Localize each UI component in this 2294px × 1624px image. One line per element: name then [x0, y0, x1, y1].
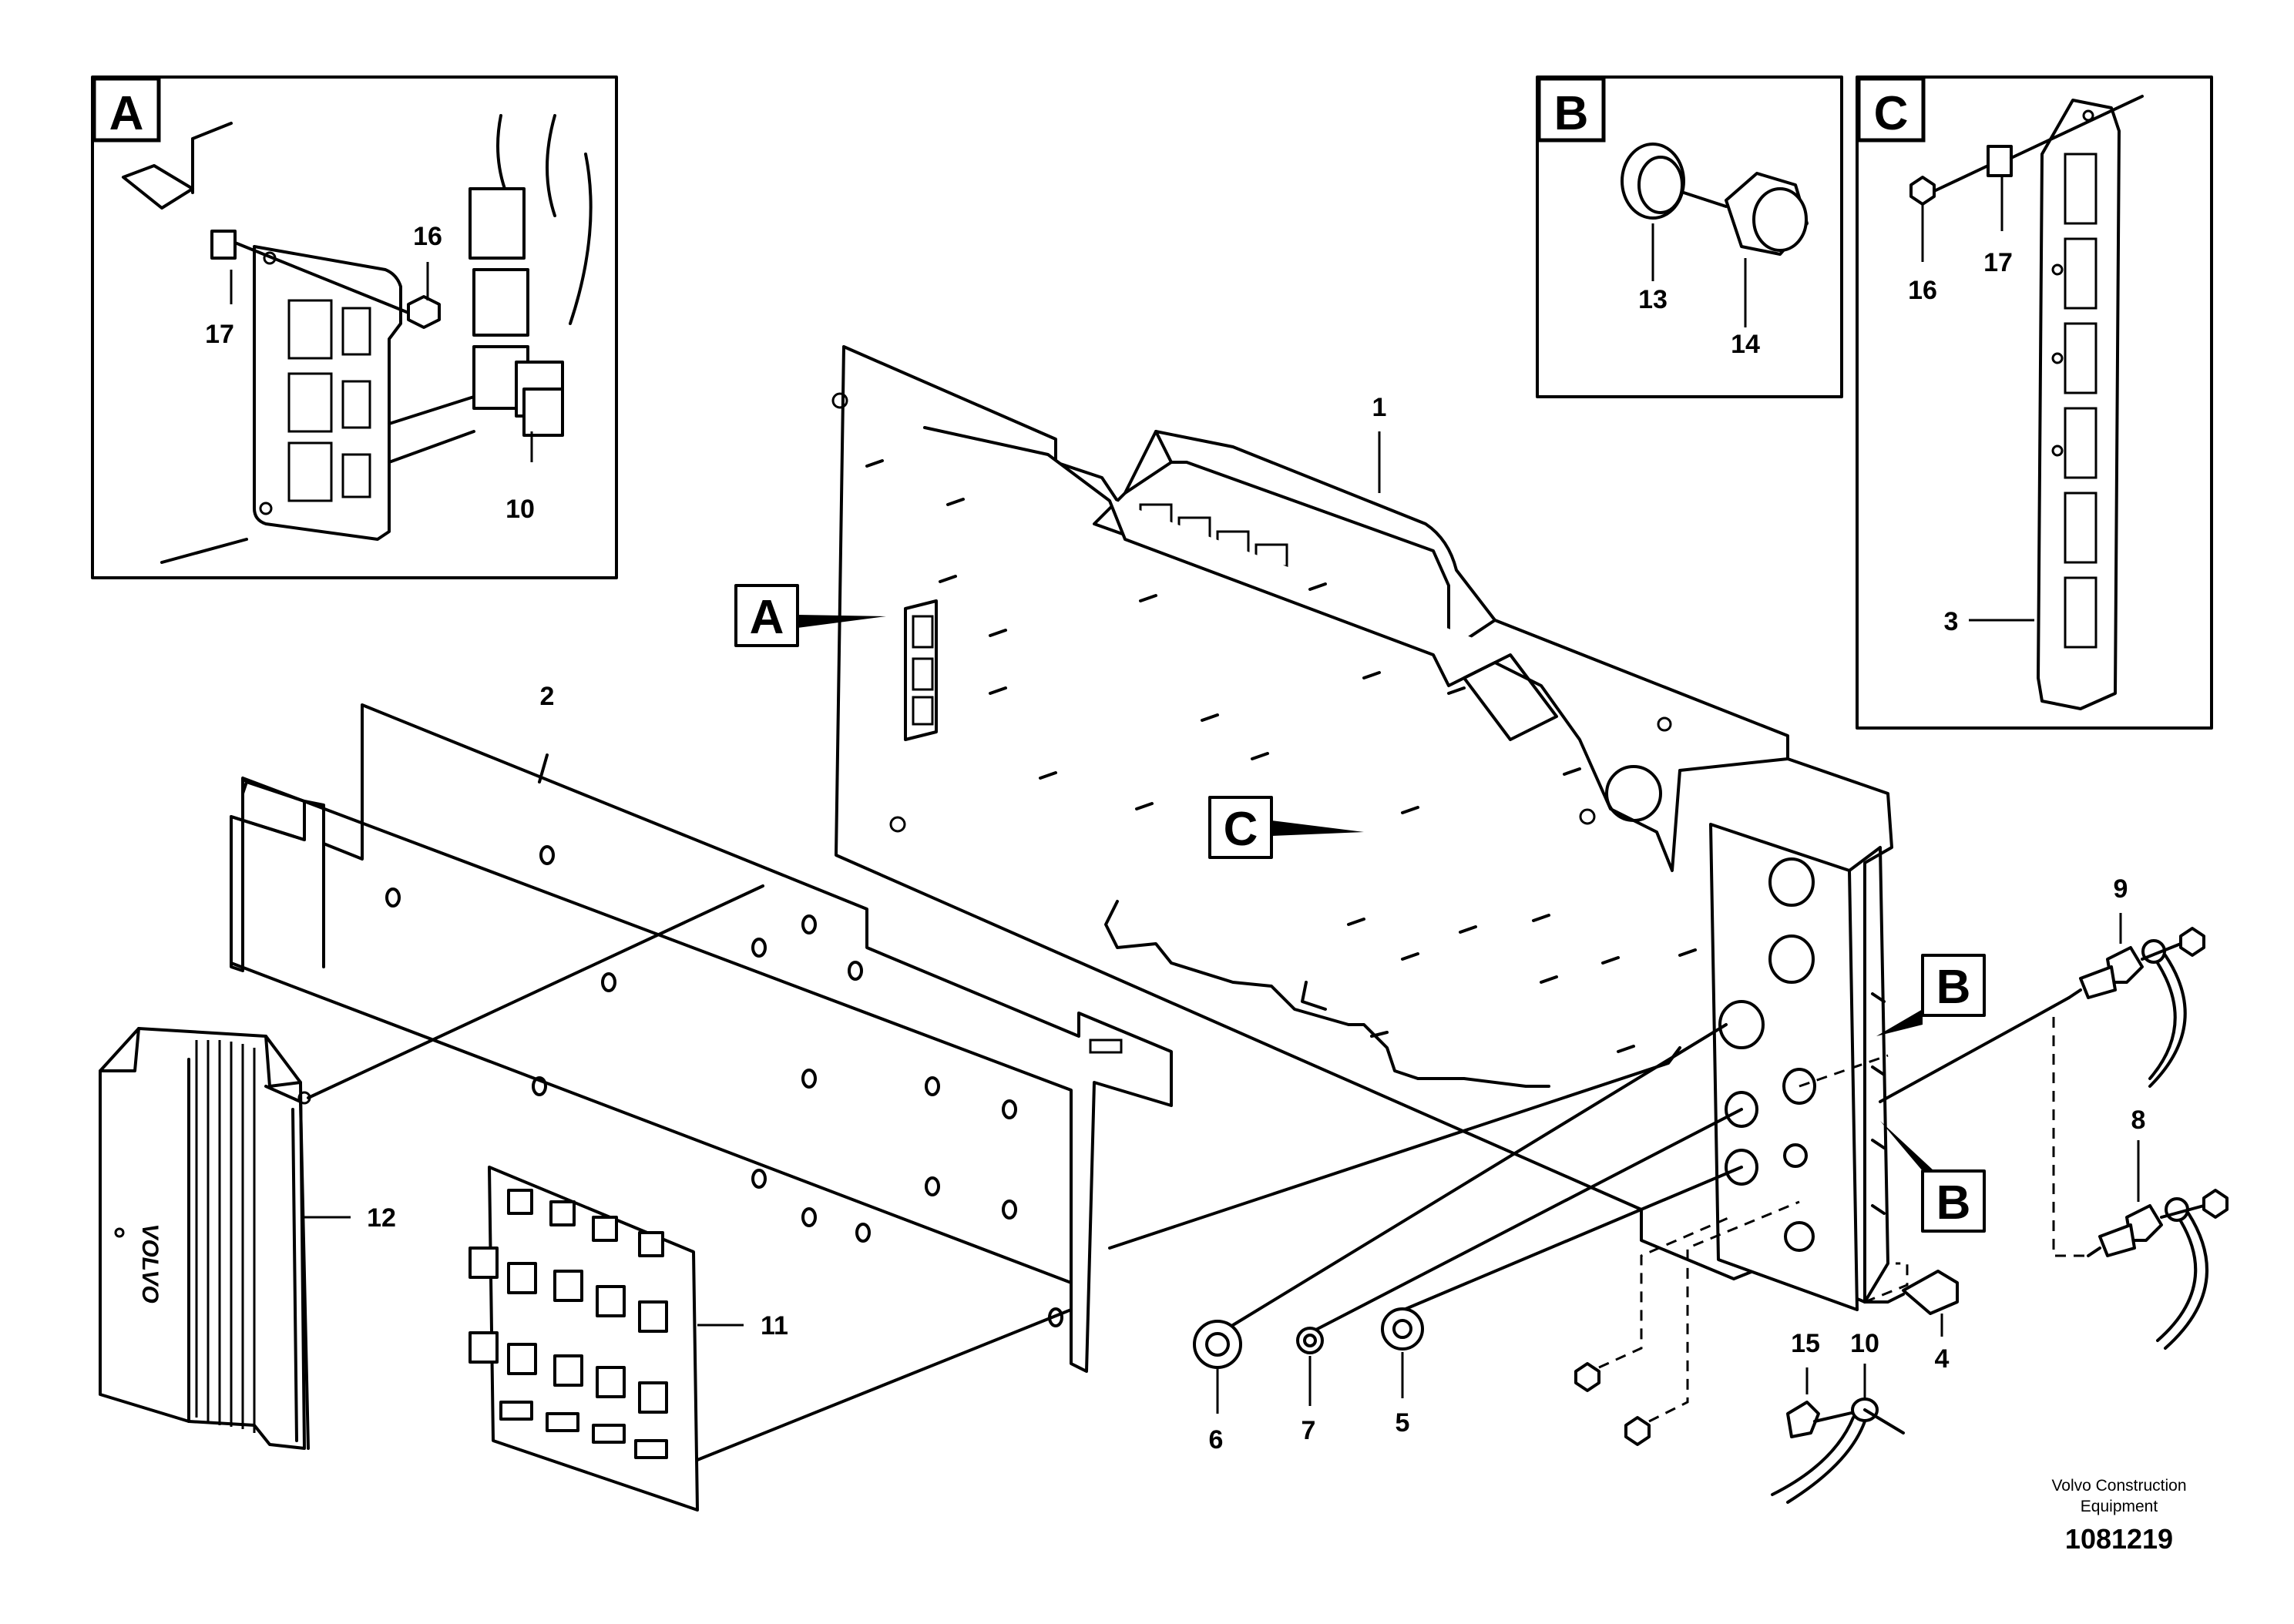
callout-5: 5 [1396, 1408, 1410, 1438]
callout-1: 1 [1372, 393, 1387, 422]
callout-14: 14 [1731, 330, 1760, 359]
callout-6: 6 [1209, 1425, 1224, 1455]
brand-line-2: Equipment [2081, 1498, 2158, 1515]
detail-b-panel: B 13 14 [1536, 75, 1843, 398]
svg-text:B: B [1936, 961, 1971, 1014]
callout-15: 15 [1791, 1329, 1820, 1358]
callout-12: 12 [367, 1203, 396, 1233]
callout-10: 10 [1850, 1329, 1879, 1358]
view-marker-b-upper: B [1876, 954, 1986, 1036]
callout-2: 2 [540, 682, 555, 711]
callout-3: 3 [1944, 607, 1959, 636]
main-frame [831, 345, 1893, 1311]
detail-a-panel: A 16 17 10 [91, 75, 618, 579]
callout-16-c: 16 [1908, 276, 1937, 305]
volvo-logo-mark: VOLVO [137, 1223, 163, 1303]
callout-17-c: 17 [1983, 248, 2013, 277]
switches: 9 8 [1879, 874, 2229, 1350]
callout-17-a: 17 [205, 320, 234, 349]
callout-9: 9 [2114, 874, 2128, 904]
callout-8: 8 [2131, 1106, 2146, 1135]
mounting-plate: 2 [230, 682, 1173, 1373]
drawing-number: 1081219 [2065, 1523, 2173, 1555]
view-marker-c: C [1208, 796, 1364, 859]
brand-line-1: Volvo Construction [2051, 1477, 2186, 1495]
view-marker-b-lower: B [1880, 1121, 1986, 1233]
detail-c-panel: C 16 17 3 [1856, 75, 2213, 730]
callout-7: 7 [1302, 1416, 1316, 1445]
callout-13: 13 [1638, 285, 1668, 314]
svg-text:C: C [1224, 803, 1258, 856]
callout-11: 11 [761, 1311, 788, 1340]
detail-b-letter: B [1554, 87, 1589, 140]
svg-text:B: B [1936, 1176, 1971, 1230]
view-marker-a: A [734, 584, 886, 647]
grommets: 6 7 5 4 15 10 [1108, 1023, 1959, 1504]
detail-c-letter: C [1874, 87, 1909, 140]
callout-16-a: 16 [413, 222, 442, 251]
relay-board: 11 [469, 1166, 1073, 1512]
svg-text:A: A [750, 591, 784, 644]
callout-4: 4 [1935, 1344, 1950, 1374]
callout-10-a: 10 [505, 495, 535, 524]
ecu-module: VOLVO 12 [99, 884, 764, 1450]
detail-a-letter: A [109, 87, 144, 140]
